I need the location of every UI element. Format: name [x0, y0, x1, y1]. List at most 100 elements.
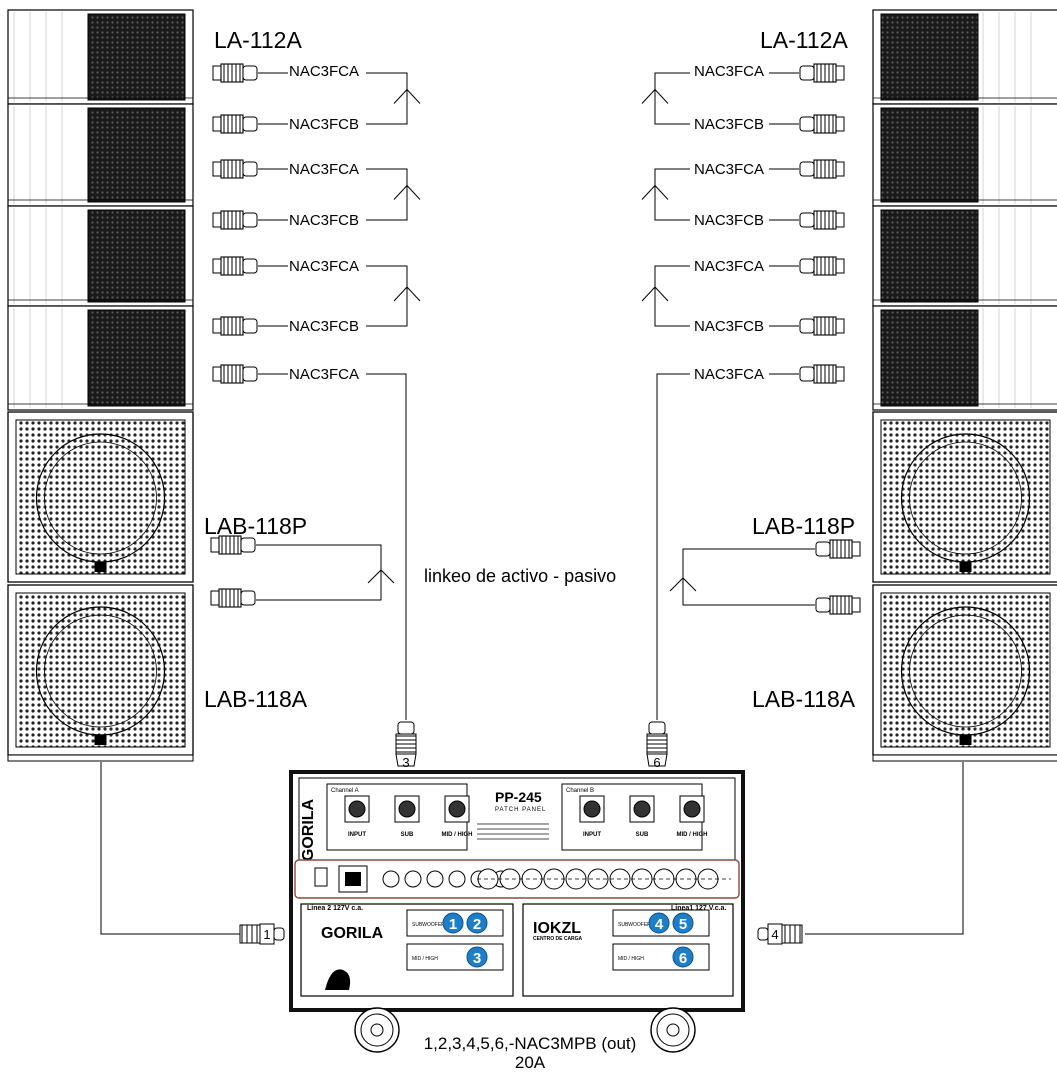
la-112a-label-left: LA-112A	[214, 27, 302, 53]
outlet-socket	[499, 868, 521, 890]
powercon-icon-left-7	[212, 364, 258, 384]
jack-label: SUB	[401, 832, 414, 838]
wire-left-loop-a	[366, 72, 408, 103]
connector-label-right-6: NAC3FCB	[694, 318, 765, 335]
cabinet-base	[7, 754, 194, 762]
right-speaker-stack	[872, 9, 1057, 762]
iokzl-subtitle: CENTRO DE CARGA	[533, 936, 583, 942]
xlr-jack-socket	[448, 800, 466, 818]
connector-label-right-3: NAC3FCA	[694, 161, 765, 178]
link-arrow-right	[641, 286, 669, 302]
left-speaker-stack	[7, 9, 194, 762]
output-number: 4	[655, 916, 664, 933]
cable-runs	[100, 72, 964, 935]
output-badge	[672, 912, 694, 934]
connector-label-left-3: NAC3FCA	[289, 161, 360, 178]
wire-sub-link-left	[256, 544, 382, 601]
jack-label: INPUT	[583, 832, 601, 838]
powercon-icon-sub-link-right-2	[815, 595, 861, 615]
wire-bottom-right	[805, 762, 964, 935]
powercon-plug-1: 1	[239, 923, 285, 945]
output-number: 1	[449, 916, 457, 933]
output-badge	[672, 946, 694, 968]
connector-label-left-4: NAC3FCB	[289, 212, 360, 229]
xlr-jack-socket	[348, 800, 366, 818]
connector-label-left-7: NAC3FCA	[289, 366, 360, 383]
cabinet-base	[872, 754, 1057, 762]
connector-label-right-4: NAC3FCB	[694, 212, 765, 229]
connector-label-left-2: NAC3FCB	[289, 116, 360, 133]
powercon-icon-left-2	[212, 114, 258, 134]
xlr-jack-socket	[583, 800, 601, 818]
lab-118a-cabinet	[7, 584, 194, 756]
wire-left-loop-b	[366, 190, 408, 221]
la-112a-cabinet	[7, 103, 194, 207]
xlr-jack-socket	[683, 800, 701, 818]
output-number: 6	[679, 950, 687, 967]
lab-118p-cabinet	[872, 411, 1057, 583]
link-arrow-sub-left	[367, 569, 395, 584]
powercon-icon-right-1	[799, 63, 845, 83]
link-arrow-right	[641, 88, 669, 104]
output-label: SUBWOOFER	[618, 922, 651, 928]
powercon-icon-right-7	[799, 364, 845, 384]
powercon-icon-left-3	[212, 159, 258, 179]
wire-right-loop-a	[654, 265, 690, 296]
lab-118a-label-right: LAB-118A	[752, 686, 856, 712]
powercon-icon-left-4	[212, 210, 258, 230]
patch-panel-rack: GORILA Channel A INPUT SUB MID / HIGH Channel…	[289, 770, 745, 1053]
link-arrow-left	[393, 286, 421, 302]
powercon-icon-left-1	[212, 63, 258, 83]
gorilla-mascot-icon	[325, 969, 351, 990]
link-arrow-right	[641, 184, 669, 200]
outlet-socket	[653, 868, 675, 890]
lab-118p-cabinet	[7, 411, 194, 583]
plug-number: 1	[263, 927, 270, 942]
wire-left-loop-b	[366, 296, 408, 327]
connector-label-right-7: NAC3FCA	[694, 366, 765, 383]
jack-label: INPUT	[348, 832, 366, 838]
line-2-label: Linea 2 127V c.a.	[307, 905, 363, 912]
wire-right-loop-a	[654, 168, 690, 199]
powercon-icon-sub-link-left-1	[210, 535, 256, 555]
powercon-plug-4: 4	[757, 923, 803, 945]
connector-label-right-1: NAC3FCA	[694, 63, 765, 80]
link-note: linkeo de activo - pasivo	[424, 566, 617, 586]
output-label: MID / HIGH	[412, 956, 438, 962]
powercon-plug-3: 3	[395, 721, 417, 770]
powercon-icon-sub-link-left-2	[210, 588, 256, 608]
xlr-jack-socket	[633, 800, 651, 818]
gorila-logo: GORILA	[300, 798, 317, 861]
powercon-icon-left-6	[212, 316, 258, 336]
jack-label: MID / HIGH	[677, 832, 708, 838]
powercon-icon-sub-link-right-1	[815, 539, 861, 559]
link-arrow-left	[393, 184, 421, 200]
wire-left-feed	[366, 373, 407, 720]
gorila-logo-small: GORILA	[321, 925, 384, 942]
footer-line-1: 1,2,3,4,5,6,-NAC3MPB (out)	[423, 1034, 637, 1053]
outlet-socket	[521, 868, 543, 890]
lab-118p-label-left: LAB-118P	[204, 513, 308, 539]
caster-wheel-icon	[650, 1007, 696, 1053]
output-badge	[442, 912, 464, 934]
channel-title: Channel B	[566, 788, 594, 794]
plug-number: 6	[653, 755, 660, 770]
wire-bottom-left	[100, 762, 240, 935]
channel-title: Channel A	[331, 788, 359, 794]
powercon-icon-right-5	[799, 256, 845, 276]
wire-right-loop-a	[654, 72, 690, 103]
powercon-plug-6: 6	[646, 721, 668, 770]
output-number: 2	[473, 916, 481, 933]
powercon-icon-right-4	[799, 210, 845, 230]
lab-118a-cabinet	[872, 584, 1057, 756]
la-112a-cabinet	[872, 9, 1057, 105]
control-knob	[404, 870, 422, 888]
wire-right-feed	[656, 373, 690, 720]
outlet-socket	[675, 868, 697, 890]
